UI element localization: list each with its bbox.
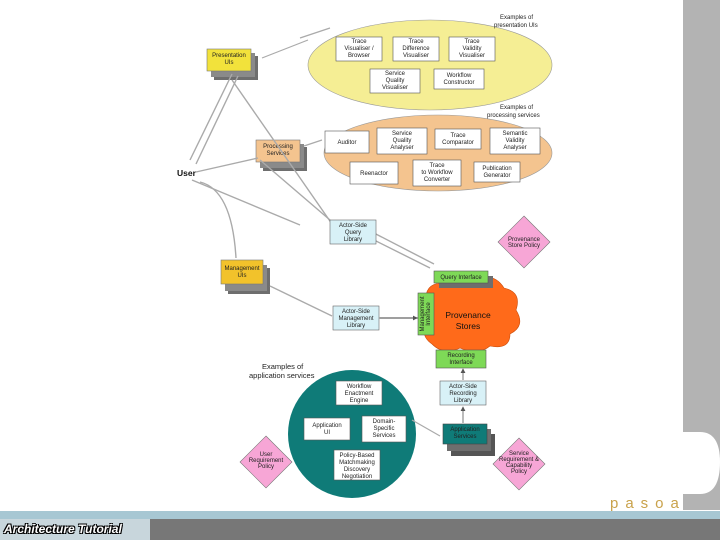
logo-shape — [683, 432, 720, 494]
processing-connector — [303, 139, 323, 147]
svg-text:Auditor: Auditor — [337, 140, 356, 146]
management-interface-box[interactable]: ManagementInterface — [417, 292, 435, 336]
user-label: User — [177, 168, 197, 178]
svg-text:Reenactor: Reenactor — [360, 171, 388, 177]
examples-application-label: Examples of application services — [249, 362, 315, 380]
application-services-circle — [288, 370, 416, 498]
brand-logo-text: pasoa — [610, 495, 686, 512]
footer-bar — [0, 519, 720, 540]
sidebar-band — [683, 0, 720, 510]
examples-processing-label: Examples of processing services — [487, 105, 540, 119]
reenactor-box[interactable]: Reenactor — [349, 161, 399, 185]
presentation-connector-2 — [261, 39, 309, 59]
footer-stripe — [0, 511, 720, 519]
presentation-connector — [299, 27, 331, 39]
footer-title: Architecture Tutorial — [4, 522, 122, 536]
presentation-uis-ellipse — [307, 19, 553, 111]
query-interface-box[interactable]: Query Interface — [433, 270, 493, 288]
footer-title-bg — [0, 519, 150, 540]
examples-presentation-label: Examples of presentation UIs — [494, 15, 538, 29]
svg-text:Query Interface: Query Interface — [440, 275, 482, 281]
svg-text:ManagementInterface: ManagementInterface — [420, 296, 432, 331]
application-connector — [411, 419, 441, 437]
auditor-box[interactable]: Auditor — [324, 130, 370, 154]
